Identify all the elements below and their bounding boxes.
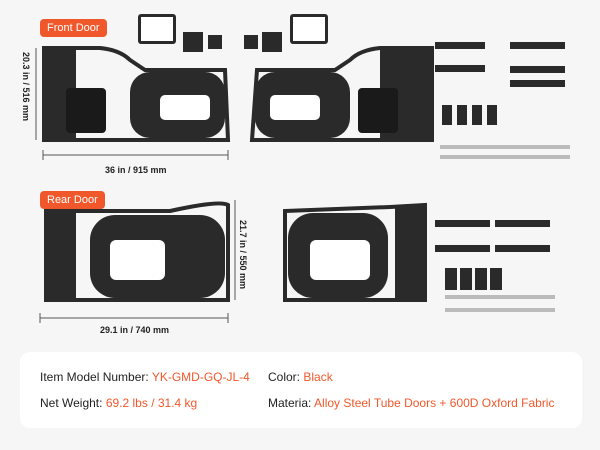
specs-card: Item Model Number: YK-GMD-GQ-JL-4 Color:… [20,352,582,428]
front-width-dimension: 36 in / 915 mm [105,165,167,175]
color-value: Black [303,370,333,384]
color-row: Color: Black [268,370,333,384]
rear-width-dimension: 29.1 in / 740 mm [100,325,170,335]
model-number-row: Item Model Number: YK-GMD-GQ-JL-4 [40,370,250,384]
weight-label: Net Weight: [40,396,103,410]
front-door-left-image [35,14,570,323]
material-label: Materia: [268,396,312,410]
weight-value: 69.2 lbs / 31.4 kg [105,396,198,410]
front-height-dimension: 20.3 in / 516 mm [21,52,31,122]
weight-row: Net Weight: 69.2 lbs / 31.4 kg [40,396,197,410]
material-value: Alloy Steel Tube Doors + 600D Oxford Fab… [314,396,555,410]
material-row: Materia: Alloy Steel Tube Doors + 600D O… [268,396,554,410]
rear-door-label: Rear Door [40,191,105,209]
front-door-label: Front Door [40,19,107,37]
rear-height-dimension: 21.7 in / 550 mm [238,220,248,290]
model-label: Item Model Number: [40,370,149,384]
model-value: YK-GMD-GQ-JL-4 [151,370,250,384]
color-label: Color: [268,370,301,384]
